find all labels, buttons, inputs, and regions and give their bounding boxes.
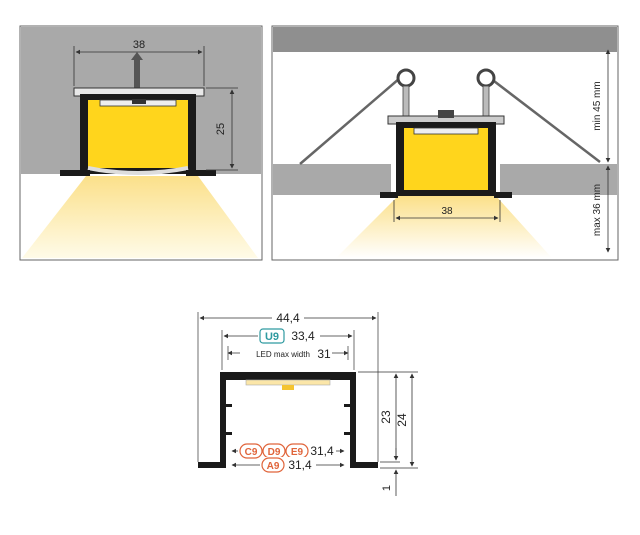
spring-clip-left xyxy=(299,77,401,165)
panel1-height-label: 25 xyxy=(215,123,227,135)
diffuser xyxy=(87,166,189,175)
led-chip xyxy=(282,385,294,390)
light-beam xyxy=(22,176,258,258)
panel2-width-label: 38 xyxy=(441,206,453,217)
screw-icon xyxy=(134,60,140,88)
panel-recessed-mount: 38 min 45 mm max 36 mm xyxy=(271,25,619,261)
panel2-min-label: min 45 mm xyxy=(592,81,603,130)
led-max-width-value: 31 xyxy=(317,347,331,361)
panel-surface-mount: 38 25 xyxy=(19,25,263,261)
a9-badge xyxy=(261,457,285,473)
c9-badge xyxy=(239,443,263,459)
a9-value: 31,4 xyxy=(288,458,312,472)
ceiling-slab xyxy=(273,27,617,52)
profile-cross-section: 44,4 U9 33,4 LED max width 31 C9 D9 E9 3… xyxy=(197,310,418,496)
a9-badge-label: A9 xyxy=(267,461,280,472)
inner-height-label: 23 xyxy=(379,410,393,424)
led-strip xyxy=(245,379,331,386)
led-chamber-2 xyxy=(404,128,488,190)
u9-value: 33,4 xyxy=(291,329,315,343)
cde-value: 31,4 xyxy=(310,444,334,458)
overall-width-label: 44,4 xyxy=(276,311,300,325)
c9-badge-label: C9 xyxy=(245,447,258,458)
plaster-left xyxy=(273,164,391,195)
led-max-width-label: LED max width xyxy=(256,350,310,359)
panel2-max-label: max 36 mm xyxy=(592,184,603,236)
spring-clip-right xyxy=(489,77,601,163)
e9-badge-label: E9 xyxy=(291,447,304,458)
d9-badge-label: D9 xyxy=(268,447,281,458)
plaster-right xyxy=(500,164,617,195)
flange-label: 1 xyxy=(381,485,393,491)
u9-badge-label: U9 xyxy=(265,331,279,343)
u9-badge xyxy=(259,328,285,344)
light-beam-2 xyxy=(336,196,552,258)
panel1-width-label: 38 xyxy=(133,39,145,51)
outer-height-label: 24 xyxy=(395,413,409,427)
led-chamber xyxy=(88,100,188,168)
